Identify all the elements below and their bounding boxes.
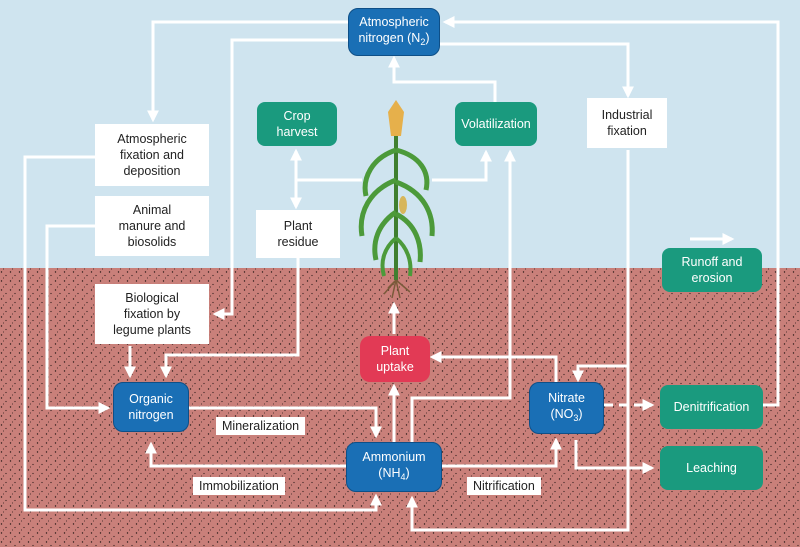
ammonium-node: Ammonium (NH4) (346, 442, 442, 492)
atmospheric-fixation-node: Atmospheric fixation and deposition (95, 124, 209, 186)
atmospheric-fixation-label-3: deposition (123, 164, 181, 178)
atmospheric-nitrogen-label-2: nitrogen (N (358, 31, 421, 45)
atmospheric-fixation-label-2: fixation and (120, 148, 184, 162)
runoff-erosion-label-1: Runoff and (681, 255, 743, 269)
atmospheric-nitrogen-close: ) (425, 31, 430, 45)
biological-fixation-label-2: fixation by (123, 307, 181, 321)
corn-plant-illustration (358, 100, 435, 299)
atmospheric-nitrogen-subscript: 2 (420, 37, 426, 47)
atmospheric-nitrogen-node: Atmospheric nitrogen (N2) (348, 8, 440, 56)
plant-uptake-label-1: Plant (380, 344, 410, 358)
ammonium-subscript: 4 (400, 472, 406, 482)
nitrate-label-2: (NO (550, 407, 574, 421)
biological-fixation-label-1: Biological (125, 291, 179, 305)
nitrification-label: Nitrification (467, 477, 541, 495)
industrial-fixation-node: Industrial fixation (587, 98, 667, 148)
crop-harvest-node: Crop harvest (257, 102, 337, 146)
atmospheric-fixation-label-1: Atmospheric (117, 132, 187, 146)
plant-uptake-node: Plant uptake (360, 336, 430, 382)
organic-nitrogen-label-2: nitrogen (128, 408, 174, 422)
nitrate-node: Nitrate (NO3) (529, 382, 604, 434)
ammonium-close: ) (405, 466, 410, 480)
flow-arrows (23, 15, 780, 532)
animal-manure-label-2: manure and (118, 219, 186, 233)
nitrate-subscript: 3 (573, 413, 579, 423)
runoff-erosion-label-2: erosion (691, 271, 733, 285)
animal-manure-label-3: biosolids (127, 235, 177, 249)
plant-uptake-label-2: uptake (376, 360, 414, 374)
leaching-node: Leaching (660, 446, 763, 490)
mineralization-label: Mineralization (216, 417, 306, 435)
volatilization-label: Volatilization (461, 117, 531, 131)
leaching-label: Leaching (686, 461, 737, 475)
plant-residue-node: Plant residue (256, 210, 340, 258)
organic-nitrogen-node: Organic nitrogen (113, 382, 189, 432)
nitrate-close: ) (578, 407, 583, 421)
animal-manure-node: Animal manure and biosolids (95, 196, 209, 256)
industrial-fixation-label-2: fixation (607, 124, 647, 138)
biological-fixation-node: Biological fixation by legume plants (95, 284, 209, 344)
atmospheric-nitrogen-label-1: Atmospheric (359, 15, 429, 29)
industrial-fixation-label-1: Industrial (601, 108, 653, 122)
plant-residue-label-1: Plant (283, 219, 313, 233)
denitrification-node: Denitrification (660, 385, 763, 429)
crop-harvest-label-1: Crop (283, 109, 311, 123)
immobilization-label: Immobilization (193, 477, 285, 495)
biological-fixation-label-3: legume plants (113, 323, 191, 337)
crop-harvest-label-2: harvest (276, 125, 318, 139)
ammonium-label-1: Ammonium (362, 450, 426, 464)
nitrate-label-1: Nitrate (548, 391, 585, 405)
organic-nitrogen-label-1: Organic (129, 392, 173, 406)
volatilization-node: Volatilization (455, 102, 537, 146)
runoff-erosion-node: Runoff and erosion (662, 248, 762, 292)
denitrification-label: Denitrification (673, 400, 750, 414)
plant-residue-label-2: residue (277, 235, 319, 249)
animal-manure-label-1: Animal (132, 203, 172, 217)
ammonium-label-2: (NH (378, 466, 401, 480)
